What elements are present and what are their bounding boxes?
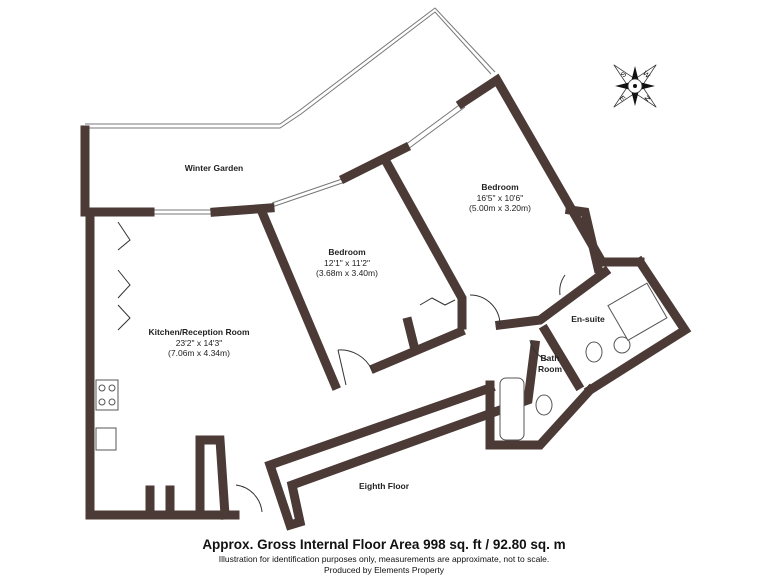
room-dimensions-imperial: 12'1" x 11'2" — [323, 257, 370, 268]
compass-rose-icon: S W E N — [613, 64, 657, 108]
room-name: Room — [537, 363, 563, 374]
room-dimensions-imperial: 23'2" x 14'3" — [175, 337, 223, 348]
floor-area-title: Approx. Gross Internal Floor Area 998 sq… — [202, 537, 566, 552]
room-label-winter-garden: Winter Garden — [185, 163, 244, 174]
room-label-corridor: Eighth Floor — [359, 481, 409, 492]
room-dimensions-metric: (7.06m x 4.34m) — [168, 348, 230, 358]
compass-letter-s: S — [620, 71, 628, 79]
room-label-second-bedroom: Bedroom 12'1" x 11'2" (3.68m x 3.40m) — [316, 247, 378, 279]
glazing — [85, 7, 496, 215]
room-dimensions-metric: (3.68m x 3.40m) — [316, 268, 378, 278]
room-name: Bedroom — [481, 182, 519, 192]
room-name: En-suite — [571, 314, 605, 324]
room-label-en-suite: En-suite — [571, 314, 605, 325]
compass-letter-n: N — [644, 95, 653, 104]
compass-letter-w: W — [641, 70, 651, 80]
room-name: Eighth Floor — [358, 481, 410, 491]
doors-fittings — [95, 221, 668, 513]
room-dimensions-metric: (5.00m x 3.20m) — [469, 203, 531, 213]
room-name: Kitchen/Reception Room — [148, 327, 250, 337]
room-label-master-bedroom: Bedroom 16'5" x 10'6" (5.00m x 3.20m) — [469, 182, 531, 214]
room-label-bathroom: Bath Room — [538, 353, 562, 374]
room-label-kitchen-reception: Kitchen/Reception Room 23'2" x 14'3" (7.… — [148, 327, 249, 359]
compass-letter-e: E — [618, 95, 626, 103]
room-name: Winter Garden — [184, 163, 244, 173]
room-dimensions-imperial: 16'5" x 10'6" — [476, 192, 524, 203]
room-name: Bedroom — [328, 247, 366, 257]
room-name: Bath — [540, 353, 560, 363]
credit: Produced by Elements Property — [323, 565, 444, 575]
walls — [80, 73, 692, 531]
disclaimer: Illustration for identification purposes… — [218, 554, 550, 564]
